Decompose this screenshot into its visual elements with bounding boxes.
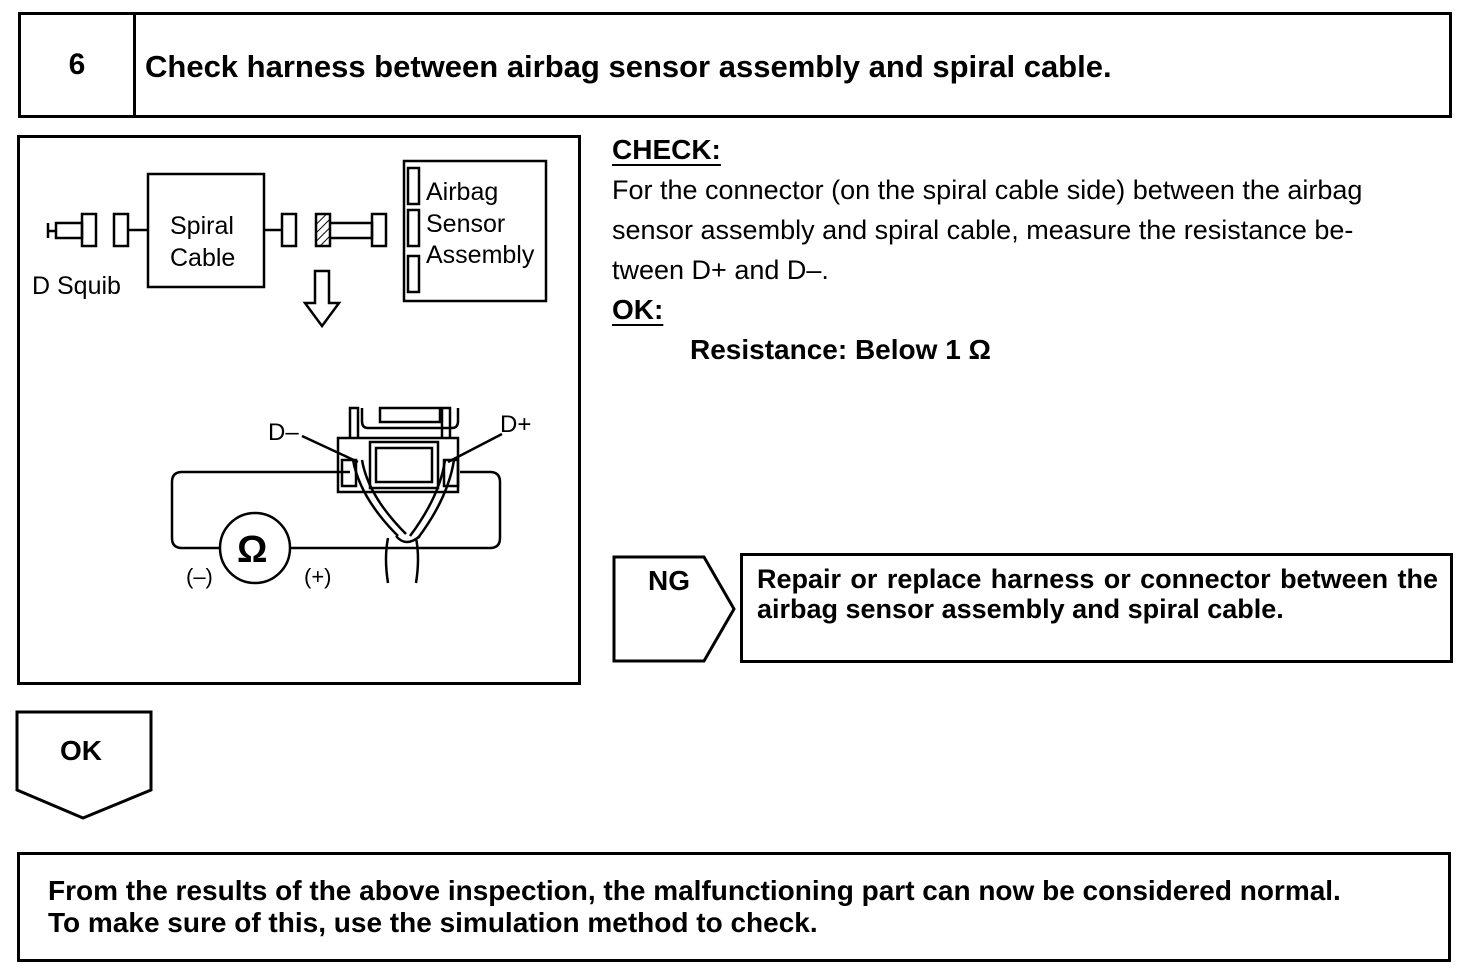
check-section: CHECK: For the connector (on the spiral … [612,130,1454,370]
ng-arrow-shape [612,555,736,663]
step-number: 6 [21,15,136,115]
d-squib-label: D Squib [32,272,121,300]
spiral-label-1: Spiral [170,212,234,240]
resistance-spec: Resistance: Below 1 Ω [690,334,991,365]
wiring-diagram: Spiral Cable D Squib Airbag Sensor Assem… [17,135,581,685]
down-arrow-icon [302,269,342,329]
hatched-connector [314,212,332,248]
meter-loop [170,470,502,585]
connector-detail [301,406,503,584]
spiral-label-2: Cable [170,244,235,272]
pos-label: (+) [304,564,332,589]
conclusion-line-1: From the results of the above inspection… [48,875,1341,906]
step-title: Check harness between airbag sensor asse… [145,49,1112,84]
ok-label: OK [60,735,102,766]
check-heading: CHECK: [612,134,721,165]
conclusion-line-2: To make sure of this, use the simulation… [48,907,818,938]
check-line-1: For the connector (on the spiral cable s… [612,175,1363,205]
spiral-right-plug [280,212,298,248]
ng-action-box: Repair or replace harness or connector b… [740,553,1453,663]
check-line-2: sensor assembly and spiral cable, measur… [612,215,1354,245]
airbag-label-1: Airbag [426,178,498,206]
airbag-label-2: Sensor [426,210,505,238]
ohm-meter-icon: Ω [237,529,267,571]
neg-label: (–) [186,564,213,589]
ok-heading: OK: [612,294,664,325]
d-squib-connector [46,212,98,248]
spiral-left-plug [112,212,130,248]
conclusion-box: From the results of the above inspection… [17,852,1451,962]
step-header: 6 Check harness between airbag sensor as… [18,12,1452,118]
d-minus-label: D– [268,419,299,446]
conclusion-text: From the results of the above inspection… [48,875,1341,939]
airbag-label-3: Assembly [426,241,535,269]
ng-label: NG [648,565,690,596]
check-line-3: tween D+ and D–. [612,255,829,285]
airbag-sensor-box [402,159,548,303]
ng-action-text: Repair or replace harness or connector b… [757,564,1438,624]
d-plus-label: D+ [500,411,531,438]
diagram-svg: Spiral Cable D Squib Airbag Sensor Assem… [32,159,548,589]
ok-arrow-shape [15,710,153,820]
